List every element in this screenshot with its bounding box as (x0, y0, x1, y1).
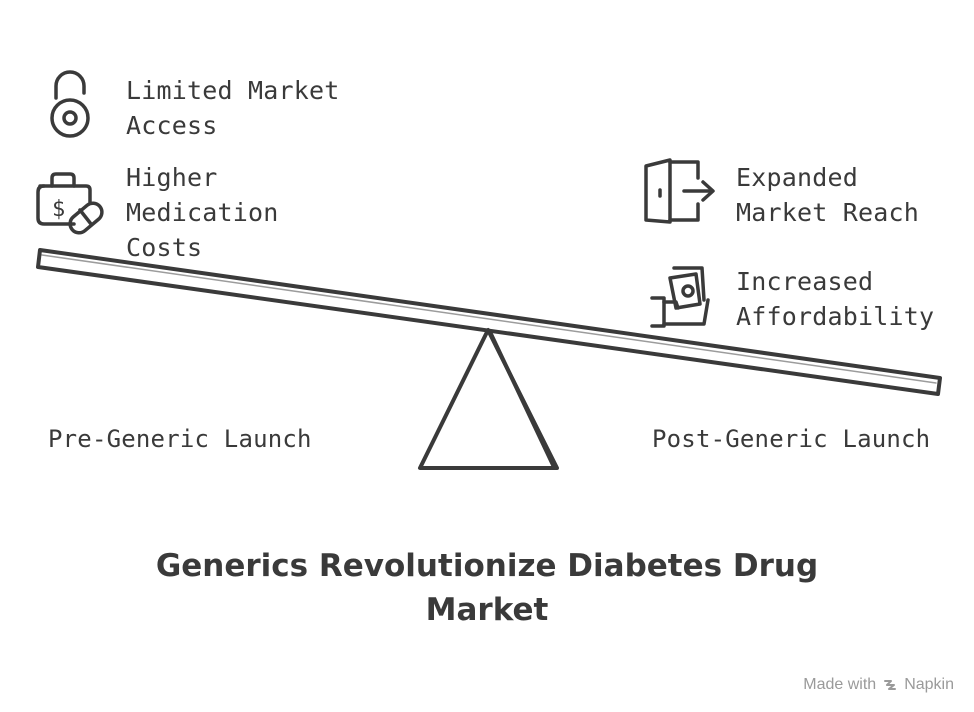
padlock-icon (50, 70, 90, 138)
limited-market-access-label: Limited Market Access (126, 76, 340, 140)
expanded-market-reach-label: Expanded Market Reach (736, 163, 920, 227)
seesaw-plank (36, 248, 942, 396)
post-generic-launch-label: Post-Generic Launch (652, 425, 931, 453)
made-with-napkin-credit: Made with Napkin (803, 676, 954, 693)
medicine-bag-icon: $ (36, 172, 104, 235)
fulcrum-triangle (418, 328, 559, 470)
door-exit-icon (644, 158, 715, 224)
napkin-logo-icon (884, 680, 897, 690)
increased-affordability-label: Increased Affordability (736, 267, 935, 331)
svg-text:$: $ (52, 197, 65, 222)
diagram-title: Generics Revolutionize Diabetes Drug Mar… (155, 548, 819, 628)
higher-medication-costs-label: Higher Medication Costs (126, 163, 279, 262)
pre-generic-launch-label: Pre-Generic Launch (48, 425, 312, 453)
hand-money-icon (650, 266, 710, 328)
